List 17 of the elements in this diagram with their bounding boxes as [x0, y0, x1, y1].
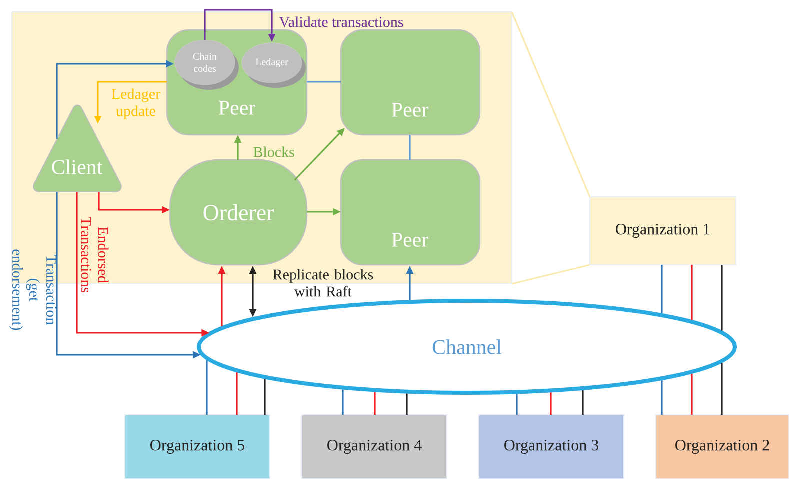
organization-box: Organization 2 [656, 414, 789, 479]
peer-box: Peer [340, 29, 481, 136]
zoom-line [512, 264, 590, 285]
organization-box: Organization 1 [590, 196, 736, 266]
edge-label: Endorsed Transactions [81, 217, 109, 293]
organization-box: Organization 3 [478, 414, 624, 479]
organization-box: Organization 4 [302, 414, 448, 479]
edge-label: Blocks [254, 146, 294, 158]
ledger-disc: Ledager [242, 42, 306, 88]
zoom-line [511, 12, 591, 198]
edge-label: Replicate blocks with Raft [273, 269, 374, 297]
edge-label: Validate transactions [279, 16, 404, 28]
peer-box: Peer [340, 159, 481, 266]
ledger-disc: Chain codes [174, 40, 239, 90]
edge-label: Transaction (get endorsement) [9, 250, 57, 330]
orderer-box: Orderer [169, 159, 308, 266]
organization-box: Organization 5 [124, 414, 270, 479]
